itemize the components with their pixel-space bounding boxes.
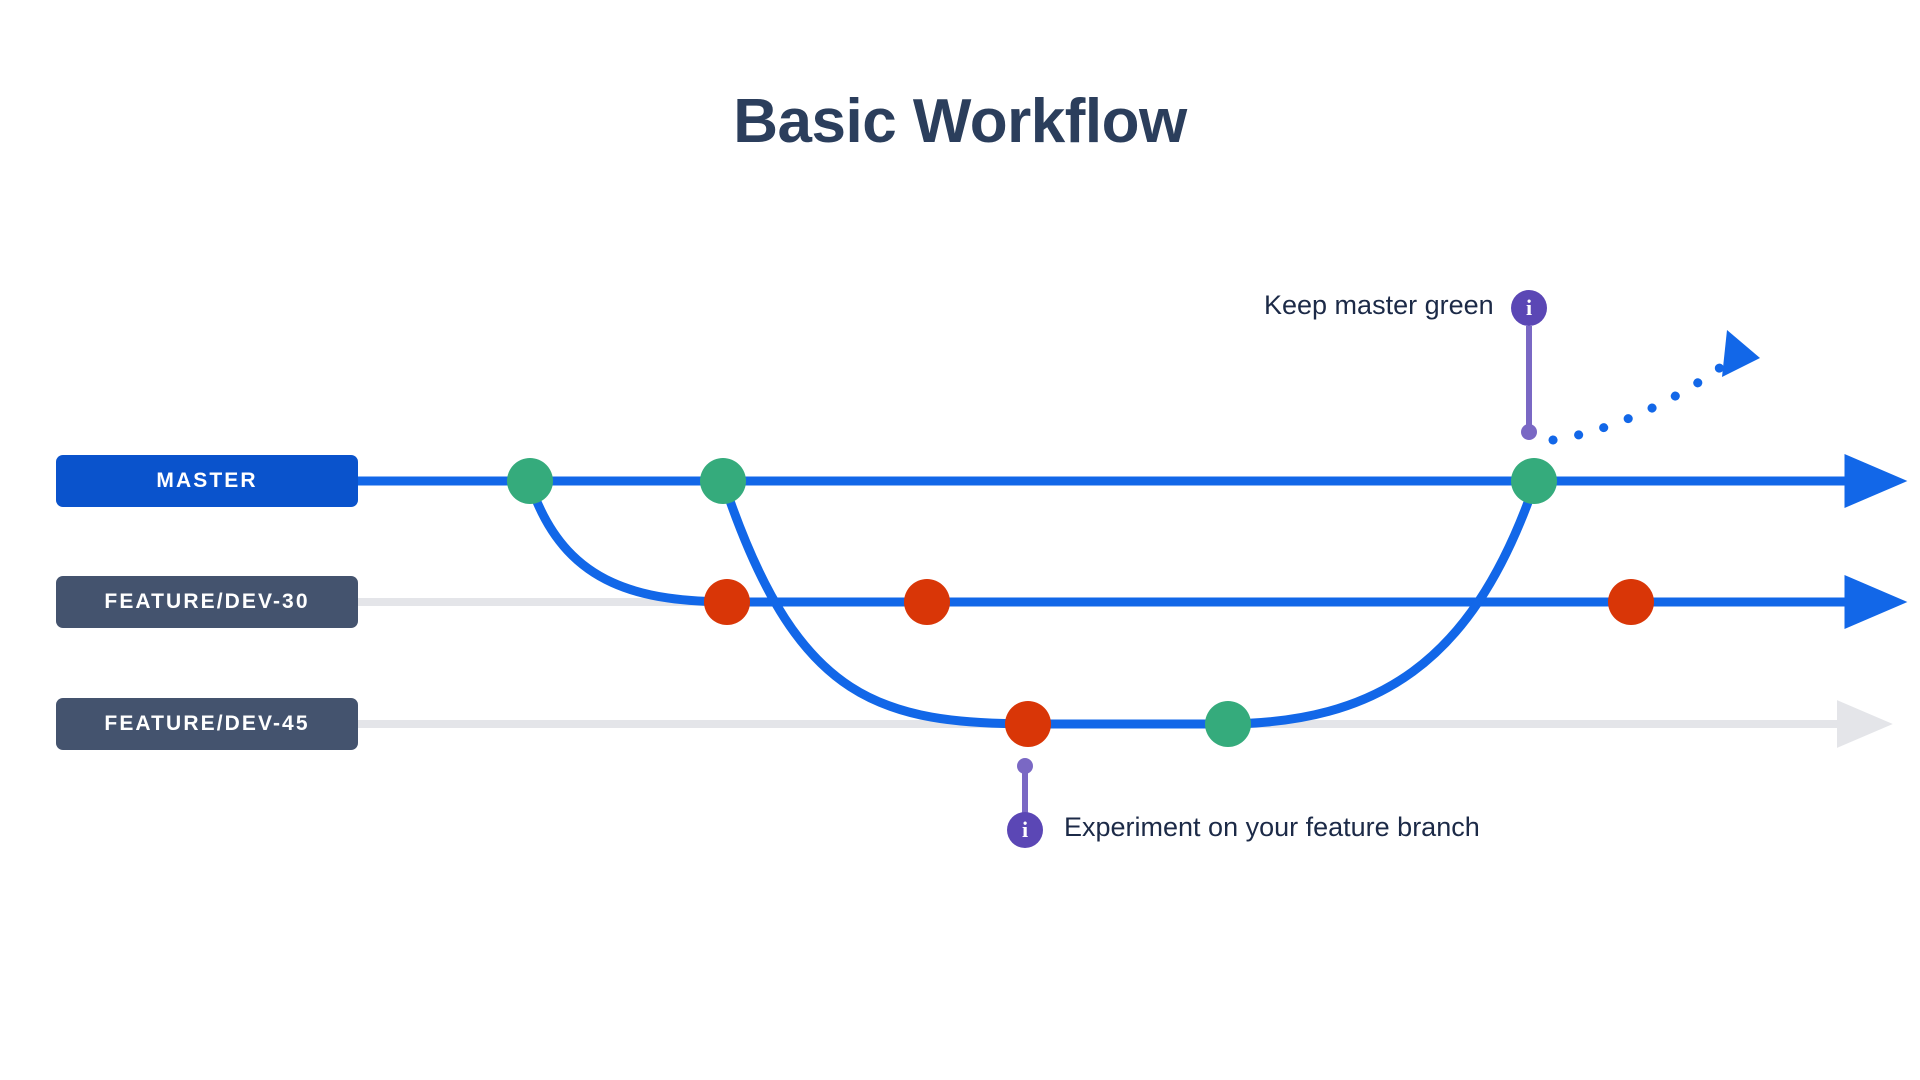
commit-node-green[interactable] xyxy=(1205,701,1251,747)
branch-curve-master-to-dev45 xyxy=(724,493,1039,729)
commit-node-green[interactable] xyxy=(507,458,553,504)
commit-node-red[interactable] xyxy=(704,579,750,625)
annotation-keep-master-green-text: Keep master green xyxy=(1264,290,1494,320)
commit-nodes xyxy=(507,458,1654,747)
branch-label-feature-dev-30[interactable]: FEATURE/DEV-30 xyxy=(56,576,358,628)
branch-curve-master-to-dev30 xyxy=(530,492,738,607)
dotted-arc-path xyxy=(1548,355,1735,445)
info-icon[interactable]: i xyxy=(1007,812,1043,848)
commit-node-green[interactable] xyxy=(700,458,746,504)
commit-node-red[interactable] xyxy=(1005,701,1051,747)
info-icon[interactable]: i xyxy=(1511,290,1547,326)
commit-node-red[interactable] xyxy=(904,579,950,625)
branch-label-feature-dev-45[interactable]: FEATURE/DEV-45 xyxy=(56,698,358,750)
branch-curves xyxy=(530,492,1535,729)
dotted-arrow-head xyxy=(1722,330,1760,377)
branch-label-master[interactable]: MASTER xyxy=(56,455,358,507)
annotation-stem-dot-bottom xyxy=(1017,758,1033,774)
future-dotted-arrow xyxy=(1548,330,1760,445)
commit-node-red[interactable] xyxy=(1608,579,1654,625)
commit-node-green[interactable] xyxy=(1511,458,1557,504)
annotation-stem-dot-top xyxy=(1521,424,1537,440)
annotation-experiment-on-feature-branch-text: Experiment on your feature branch xyxy=(1064,812,1480,842)
annotation-stems xyxy=(1017,326,1537,814)
page-title: Basic Workflow xyxy=(733,87,1187,156)
merge-curve-dev45-to-master xyxy=(1217,492,1535,729)
